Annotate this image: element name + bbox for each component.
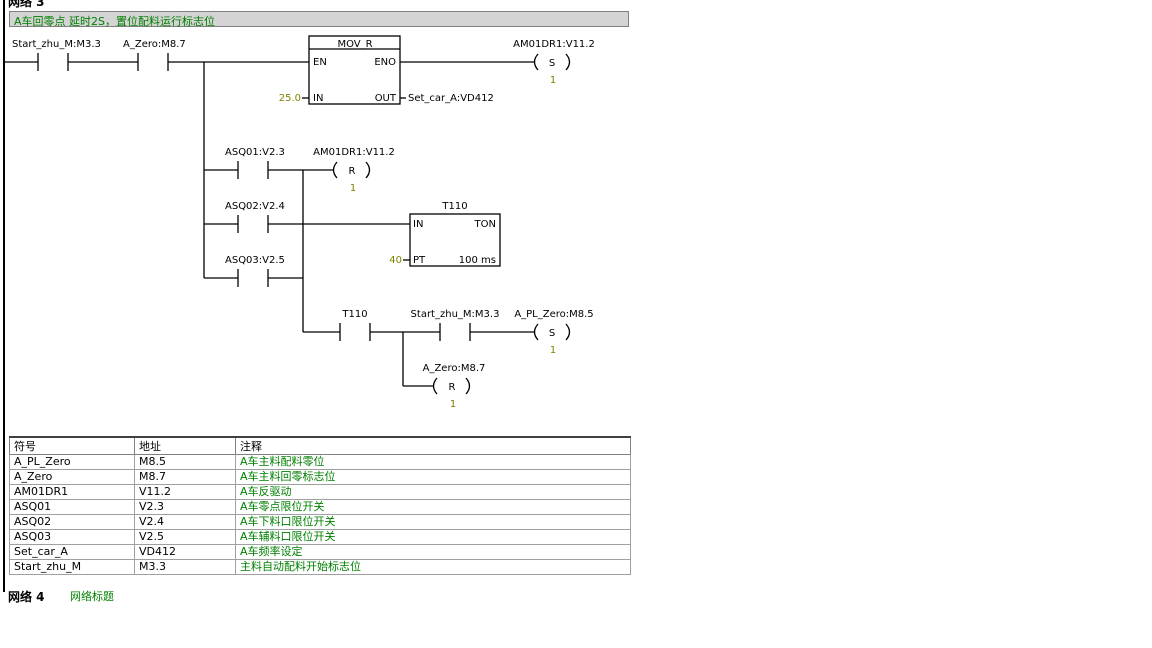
cell-comment: A车频率设定 [235, 544, 631, 560]
cell-symbol: ASQ01 [9, 499, 135, 515]
cell-address: V11.2 [134, 484, 236, 500]
reset-coil-2-address[interactable]: A_Zero:M8.7 [423, 363, 486, 374]
timer-type: TON [474, 219, 496, 230]
ladder-diagram: Start_zhu_M:M3.3 A_Zero:M8.7 MOV_R EN EN… [5, 35, 595, 410]
mov-r-box-name[interactable]: MOV_R [337, 39, 372, 50]
cell-address: V2.5 [134, 529, 236, 545]
set-coil-1-count[interactable]: 1 [550, 75, 556, 86]
reset-coil-1-count[interactable]: 1 [350, 183, 356, 194]
cell-symbol: A_Zero [9, 469, 135, 485]
timer-name[interactable]: T110 [441, 201, 467, 212]
cell-address: M8.7 [134, 469, 236, 485]
contact-start-zhu-m-2[interactable]: Start_zhu_M:M3.3 [411, 309, 500, 320]
cell-address: M3.3 [134, 559, 236, 575]
cell-comment: A车反驱动 [235, 484, 631, 500]
timer-in-pin: IN [413, 219, 423, 230]
reset-coil-2-count[interactable]: 1 [450, 399, 456, 410]
network-comment: A车回零点 延时2S，置位配料运行标志位 [14, 15, 216, 28]
cell-address: VD412 [134, 544, 236, 560]
cell-comment: A车主料配料零位 [235, 454, 631, 470]
contact-asq03[interactable]: ASQ03:V2.5 [225, 255, 285, 266]
mov-in-pin: IN [313, 93, 323, 104]
power-rail [3, 0, 5, 592]
cell-symbol: ASQ02 [9, 514, 135, 530]
cell-symbol: AM01DR1 [9, 484, 135, 500]
timer-pt-pin: PT [413, 255, 426, 266]
cell-comment: 主料自动配料开始标志位 [235, 559, 631, 575]
cell-symbol: Set_car_A [9, 544, 135, 560]
symbol-table-header: 符号 地址 注释 [9, 436, 631, 455]
reset-coil-1-address[interactable]: AM01DR1:V11.2 [313, 147, 395, 158]
reset-coil-2-op: R [449, 382, 456, 393]
contact-t110[interactable]: T110 [341, 309, 367, 320]
cell-comment: A车主料回零标志位 [235, 469, 631, 485]
network-4-comment[interactable]: 网络标题 [70, 590, 114, 603]
cell-symbol: ASQ03 [9, 529, 135, 545]
timer-base: 100 ms [459, 255, 496, 266]
mov-eno-pin: ENO [374, 57, 396, 68]
reset-coil-1-op: R [349, 166, 356, 177]
network-comment-bar[interactable]: A车回零点 延时2S，置位配料运行标志位 [9, 11, 629, 28]
cell-comment: A车零点限位开关 [235, 499, 631, 515]
set-coil-1-op: S [549, 58, 555, 69]
mov-out-pin: OUT [375, 93, 397, 104]
cell-symbol: A_PL_Zero [9, 454, 135, 470]
contact-asq02[interactable]: ASQ02:V2.4 [225, 201, 285, 212]
cell-address: M8.5 [134, 454, 236, 470]
cell-symbol: Start_zhu_M [9, 559, 135, 575]
mov-out-address[interactable]: Set_car_A:VD412 [408, 93, 494, 104]
mov-en-pin: EN [313, 57, 327, 68]
contact-a-zero[interactable]: A_Zero:M8.7 [123, 39, 186, 50]
header-comment[interactable]: 注释 [235, 436, 631, 455]
contact-asq01[interactable]: ASQ01:V2.3 [225, 147, 285, 158]
mov-in-value[interactable]: 25.0 [279, 93, 301, 104]
contact-start-zhu-m[interactable]: Start_zhu_M:M3.3 [12, 39, 101, 50]
cell-address: V2.4 [134, 514, 236, 530]
set-coil-1-address[interactable]: AM01DR1:V11.2 [513, 39, 595, 50]
set-coil-2-address[interactable]: A_PL_Zero:M8.5 [514, 309, 593, 320]
network-4-title[interactable]: 网络 4 [8, 590, 45, 604]
network-3-title[interactable]: 网络 3 [8, 0, 45, 9]
timer-pt-value[interactable]: 40 [389, 255, 402, 266]
cell-address: V2.3 [134, 499, 236, 515]
header-address[interactable]: 地址 [134, 436, 236, 455]
cell-comment: A车辅料口限位开关 [235, 529, 631, 545]
cell-comment: A车下料口限位开关 [235, 514, 631, 530]
set-coil-2-count[interactable]: 1 [550, 345, 556, 356]
set-coil-2-op: S [549, 328, 555, 339]
header-symbol[interactable]: 符号 [9, 436, 135, 455]
